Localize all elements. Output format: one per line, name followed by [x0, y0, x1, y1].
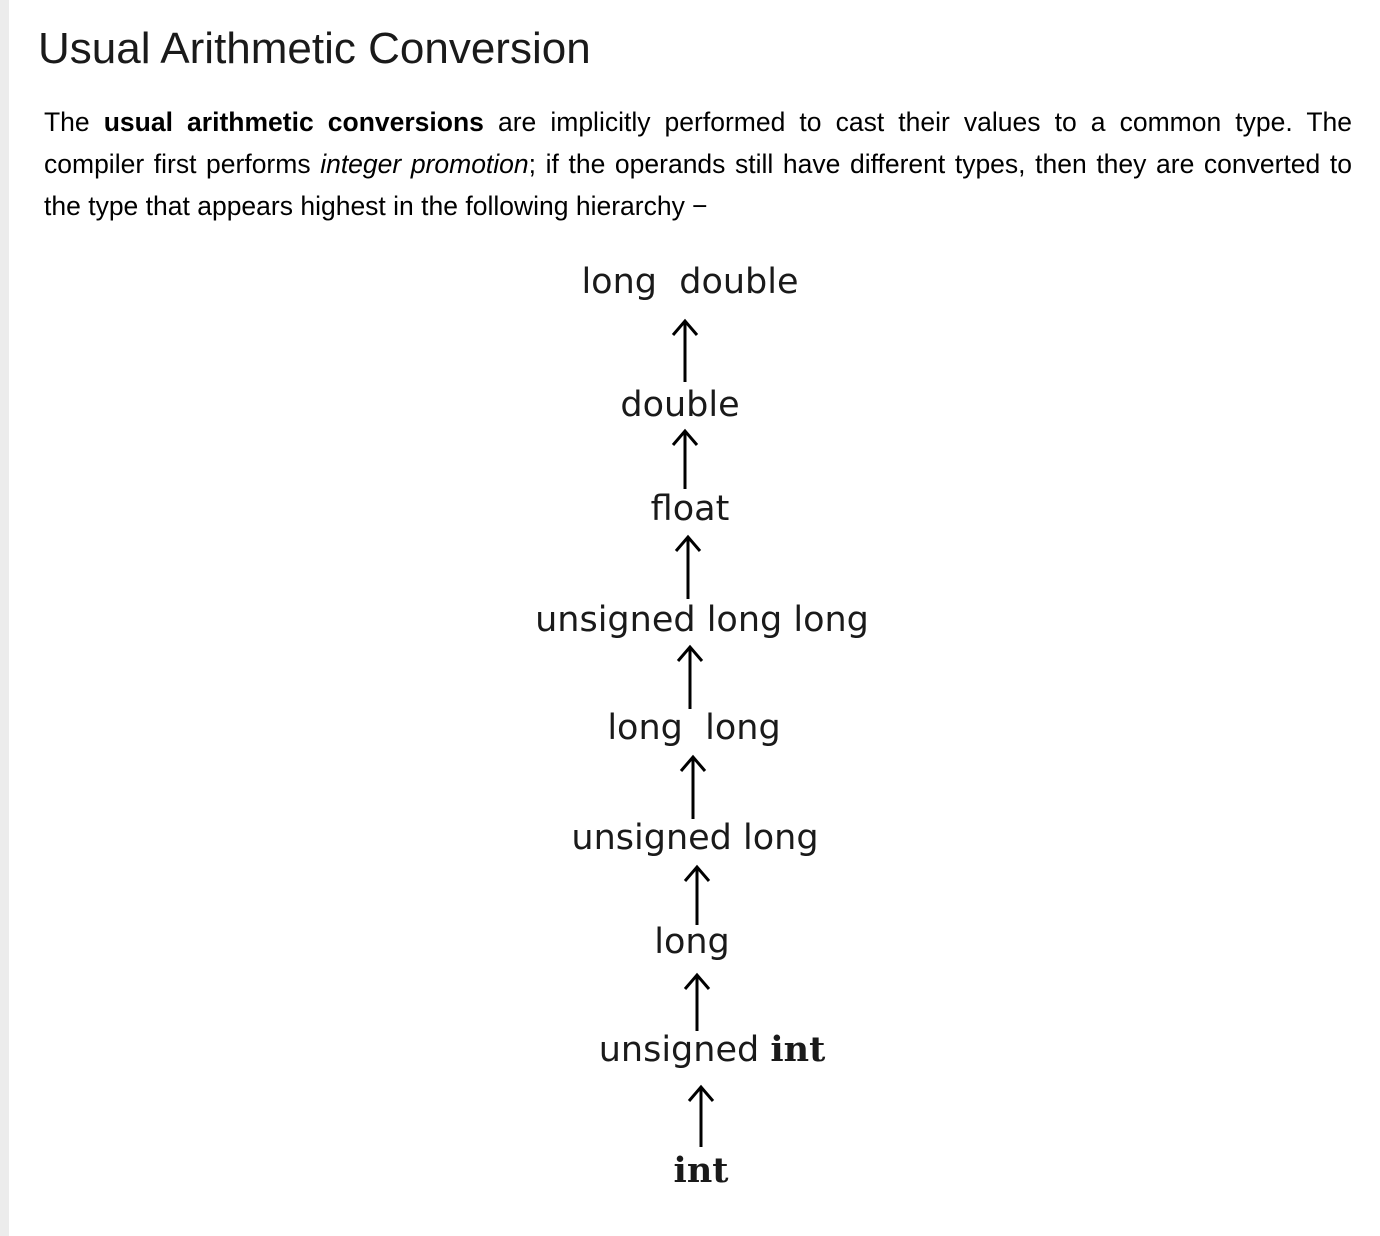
up-arrow-icon — [670, 318, 700, 389]
node-long-long: long long — [607, 708, 781, 748]
up-arrow-icon — [670, 428, 700, 495]
up-arrow-icon — [682, 972, 712, 1037]
intro-text-3: ; if the operands still have different t… — [44, 149, 1352, 221]
node-unsigned-int-suffix: int — [770, 1029, 826, 1070]
left-margin-bar — [0, 0, 9, 1236]
node-double: double — [620, 385, 740, 425]
node-unsigned-int-prefix: unsigned — [598, 1030, 760, 1070]
node-long: long — [654, 922, 730, 962]
node-long-double: long double — [581, 262, 799, 302]
node-unsigned-long-long: unsigned long long — [535, 600, 869, 640]
up-arrow-icon — [675, 644, 705, 715]
node-int: int — [673, 1150, 729, 1191]
intro-paragraph: The usual arithmetic conversions are imp… — [44, 101, 1352, 227]
up-arrow-icon — [673, 534, 703, 605]
up-arrow-icon — [682, 864, 712, 931]
intro-bold-term: usual arithmetic conversions — [103, 107, 484, 137]
up-arrow-icon — [686, 1084, 716, 1153]
node-unsigned-int: unsigned int — [598, 1029, 826, 1071]
intro-text-1: The — [44, 107, 104, 137]
up-arrow-icon — [678, 754, 708, 825]
intro-text-2: are implicitly performed to cast their v… — [44, 107, 1352, 179]
intro-italic-term: integer promotion — [320, 149, 529, 179]
node-float: float — [650, 489, 730, 529]
node-unsigned-long: unsigned long — [571, 818, 819, 858]
page-title: Usual Arithmetic Conversion — [38, 24, 591, 73]
